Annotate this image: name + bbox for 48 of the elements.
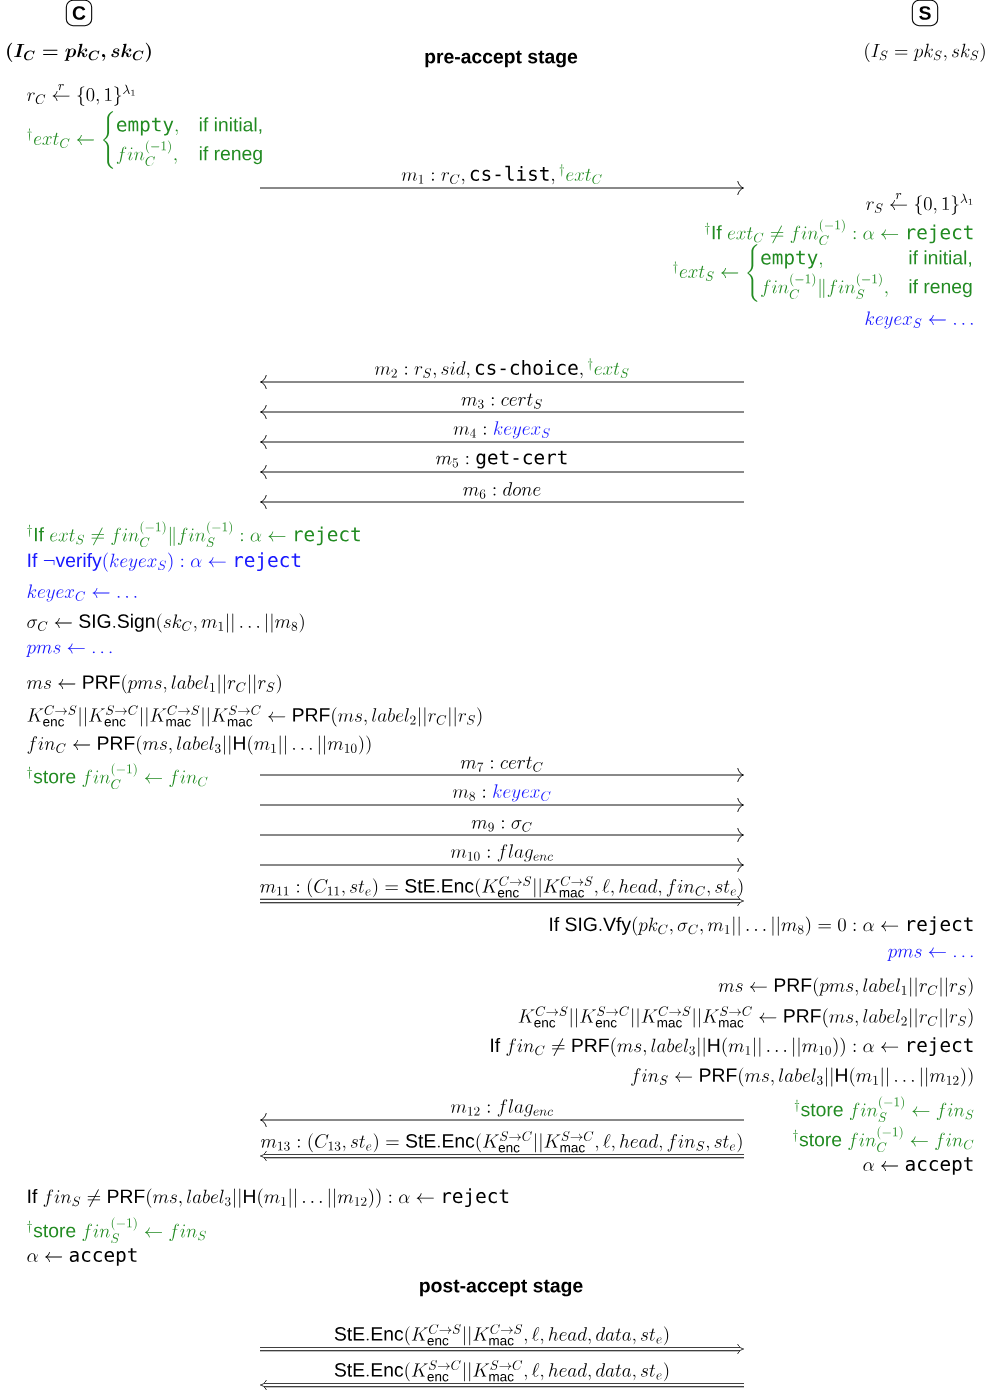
message-label: $m_4 : {\color[HTML]{1A1AFF} keyex_S}$ — [453, 421, 550, 439]
protocol-step: ${}^\dagger ext_S \leftarrow \begin{cases}\texttt{empty}, & \text{if initial,}\\ fin_C^{(-1)} \| fin_S^{(-1)}, & \text{if reneg}\end{cases}$ — [673, 244, 972, 302]
message-label: $\mathsf{StE.Enc}(K_{\mathsf{enc}}^{C \to S} || K_{\mathsf{mac}}^{C \to S}, \ell, head, data, st_e)$ — [334, 1324, 669, 1346]
stage-heading: post-accept stage — [420, 1279, 583, 1297]
protocol-step: $ms \leftarrow \mathsf{PRF}(pms, label_1 || r_C || r_S)$ — [27, 674, 281, 694]
message-label: $m_2 : r_S, sid, \texttt{cs-choice}, {\color[HTML]{228B22}{}^\dagger ext_S}$ — [374, 358, 629, 379]
message-label: $m_6 : done$ — [463, 482, 541, 499]
protocol-step: $\text{If } fin_S \neq \mathsf{PRF}(ms, label_3 || \mathsf{H}(m_1 || \ldots || m_{12})) : \alpha \leftarrow \texttt{reject}$ — [28, 1188, 509, 1208]
message-label: $\mathsf{StE.Enc}(K_{\mathsf{enc}}^{S \to C} || K_{\mathsf{mac}}^{S \to C}, \ell, head, data, st_e)$ — [334, 1360, 669, 1382]
protocol-step: ${}^\dagger\text{store } fin_S^{(-1)} \leftarrow fin_S$ — [794, 1096, 974, 1123]
protocol-step: ${}^\dagger\text{store } fin_C^{(-1)} \leftarrow fin_C$ — [793, 1126, 974, 1153]
protocol-step: $\sigma_C \leftarrow \mathsf{SIG.Sign}(sk_C, m_1 || \ldots || m_8)$ — [27, 613, 304, 633]
protocol-step: $K_{\mathsf{enc}}^{C \to S} || K_{\mathsf{enc}}^{S \to C} || K_{\mathsf{mac}}^{C \to S} || K_{\mathsf{mac}}^{S \to C} \leftarrow \mathsf{PRF}(ms, label_2 || r_C || r_S)$ — [518, 1006, 973, 1028]
protocol-step: $\alpha \leftarrow \texttt{accept}$ — [27, 1248, 137, 1266]
message-label: $m_{13} : (C_{13}, st_e) = \mathsf{StE.Enc}(K_{\mathsf{enc}}^{S \to C} || K_{\mathsf{mac}}^{S \to C}, \ell, head, fin_S, st_e)$ — [261, 1131, 742, 1153]
message-label: $m_{11} : (C_{11}, st_e) = \mathsf{StE.Enc}(K_{\mathsf{enc}}^{C \to S} || K_{\mathsf{mac}}^{C \to S}, \ell, head, fin_C, st_e)$ — [260, 876, 743, 898]
message-label: $m_9 : \sigma_C$ — [471, 820, 532, 832]
protocol-step: $\text{If } \neg\mathsf{verify}(keyex_S) : \alpha \leftarrow \texttt{reject}$ — [28, 552, 301, 572]
message-label: $m_{12} : flag_{enc}$ — [450, 1099, 553, 1117]
party-identity: $(I_S = pk_S, sk_S)$ — [865, 42, 985, 62]
party-box: S — [911, 0, 939, 27]
protocol-step: $ms \leftarrow \mathsf{PRF}(pms, label_1 || r_C || r_S)$ — [718, 977, 973, 997]
message-label: $m_3 : cert_S$ — [461, 393, 542, 409]
protocol-step: $r_S \overset{r}{\leftarrow} \{0,1\}^{\lambda_1}$ — [866, 193, 973, 215]
protocol-step: ${}^\dagger ext_C \leftarrow \begin{cases}\texttt{empty}, & \text{if initial,}\\ fin_C^{(-1)}, & \text{if reneg}\end{cases}$ — [27, 111, 262, 169]
protocol-step: $K_{\mathsf{enc}}^{C \to S} || K_{\mathsf{enc}}^{S \to C} || K_{\mathsf{mac}}^{C \to S} || K_{\mathsf{mac}}^{S \to C} \leftarrow \mathsf{PRF}(ms, label_2 || r_C || r_S)$ — [27, 705, 482, 727]
protocol-step: ${}^\dagger\text{store } fin_C^{(-1)} \leftarrow fin_C$ — [27, 763, 208, 790]
protocol-step: $\text{If } fin_C \neq \mathsf{PRF}(ms, label_3 || \mathsf{H}(m_1 || \ldots || m_{10})) : \alpha \leftarrow \texttt{reject}$ — [491, 1037, 973, 1057]
protocol-step: $r_C \overset{r}{\leftarrow} \{0,1\}^{\lambda_1}$ — [27, 84, 135, 106]
party-box: C — [65, 0, 93, 27]
stage-heading: pre-accept stage — [425, 50, 578, 68]
protocol-step: $fin_S \leftarrow \mathsf{PRF}(ms, label_3 || \mathsf{H}(m_1 || \ldots || m_{12}))$ — [631, 1067, 973, 1087]
message-label: $m_1 : r_C, \texttt{cs-list}, {\color[HTML]{228B22}{}^\dagger ext_C}$ — [401, 164, 602, 185]
protocol-step: $\alpha \leftarrow \texttt{accept}$ — [863, 1157, 973, 1175]
protocol-step: ${}^\dagger\text{If } ext_S \neq fin_C^{(-1)} \| fin_S^{(-1)} : \alpha \leftarrow \texttt{reject}$ — [27, 521, 360, 548]
protocol-step: ${}^\dagger\text{If } ext_C \neq fin_C^{(-1)} : \alpha \leftarrow \texttt{reject}$ — [705, 219, 973, 246]
message-label: $m_5 : \texttt{get-cert}$ — [436, 450, 567, 469]
protocol-step: $keyex_C \leftarrow \ldots$ — [27, 584, 137, 602]
message-label: $m_8 : {\color[HTML]{1A1AFF} keyex_C}$ — [452, 784, 551, 802]
protocol-step: $fin_C \leftarrow \mathsf{PRF}(ms, label_3 || \mathsf{H}(m_1 || \ldots || m_{10}))$ — [27, 735, 371, 755]
protocol-step: ${}^\dagger\text{store } fin_S^{(-1)} \leftarrow fin_S$ — [27, 1217, 206, 1244]
protocol-step: $\text{If } \mathsf{SIG.Vfy}(pk_C, \sigma_C, m_1 || \ldots || m_8) = 0 : \alpha \leftarrow \texttt{reject}$ — [550, 916, 973, 936]
protocol-step: $keyex_S \leftarrow \ldots$ — [865, 311, 973, 329]
party-identity: $\boldsymbol{(I_C = pk_C, sk_C)}$ — [7, 42, 151, 62]
protocol-step: $pms \leftarrow \ldots$ — [887, 947, 973, 961]
message-label: $m_{10} : flag_{enc}$ — [450, 844, 553, 862]
message-label: $m_7 : cert_C$ — [460, 756, 543, 772]
protocol-step: $pms \leftarrow \ldots$ — [26, 643, 112, 657]
